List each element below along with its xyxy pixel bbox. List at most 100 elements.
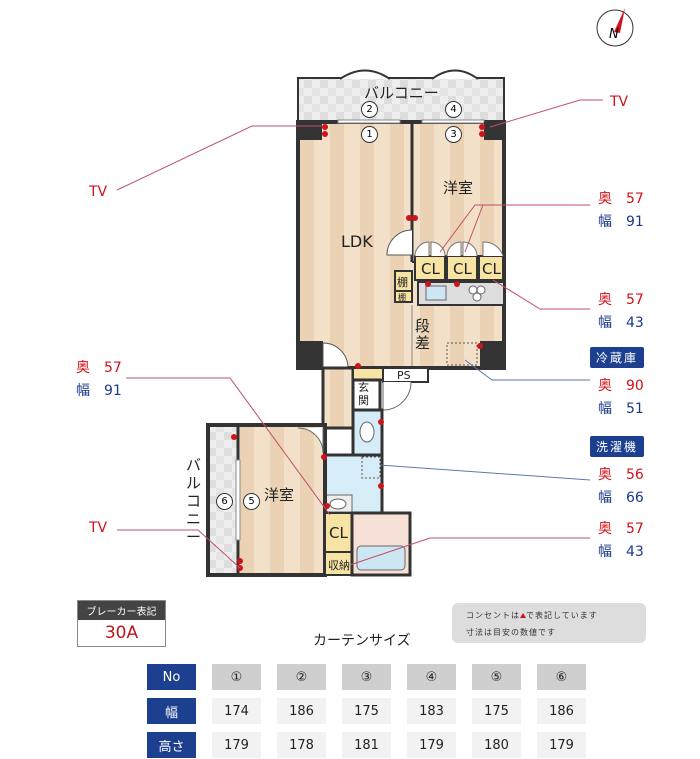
storage-label: 収納 <box>328 559 350 572</box>
table-row: 幅 174 186 175 183 175 186 <box>147 698 586 724</box>
width-value: 51 <box>626 401 644 417</box>
entrance-label: 玄関 <box>358 381 369 407</box>
curtain-marker-2: 2 <box>361 101 378 118</box>
depth-label: 奥 <box>76 360 90 376</box>
table-row: No ① ② ③ ④ ⑤ ⑥ <box>147 664 586 690</box>
depth-value: 56 <box>626 467 644 483</box>
tv-label-ldk: TV <box>89 184 108 200</box>
height-cell: 181 <box>342 732 391 758</box>
note-line1-post: で表記しています <box>526 611 598 620</box>
width-cell: 175 <box>472 698 521 724</box>
width-cell: 186 <box>277 698 326 724</box>
no-cell: ⑤ <box>472 664 521 690</box>
closet-label-3: CL <box>482 260 501 278</box>
shelf-small-label: 棚 <box>398 293 406 302</box>
depth-value: 57 <box>626 191 644 207</box>
outlet-markers <box>231 124 485 571</box>
row-header-no: No <box>147 664 196 690</box>
outlet-triangle-icon <box>520 613 526 618</box>
width-value: 91 <box>104 383 122 399</box>
washer-badge: 洗濯機 <box>590 436 645 457</box>
closet-label-1: CL <box>421 260 440 278</box>
legend-note: コンセントはで表記しています 寸法は目安の数値です <box>452 603 646 643</box>
depth-label: 奥 <box>598 467 612 483</box>
curtain-marker-3: 3 <box>445 126 462 143</box>
leader-lines <box>116 99 603 569</box>
breaker-box: ブレーカー表記 30A <box>77 600 166 647</box>
width-cell: 174 <box>212 698 261 724</box>
breaker-value: 30A <box>78 620 165 646</box>
no-cell: ② <box>277 664 326 690</box>
balcony-top-label: バルコニー <box>364 84 439 102</box>
breaker-title: ブレーカー表記 <box>78 601 165 620</box>
no-cell: ③ <box>342 664 391 690</box>
curtain-marker-1: 1 <box>361 126 378 143</box>
height-cell: 179 <box>407 732 456 758</box>
tv-label-north-room: TV <box>610 94 629 110</box>
width-label: 幅 <box>598 214 612 230</box>
western-room-west-label: 洋室 <box>264 486 295 504</box>
note-line2: 寸法は目安の数値です <box>466 628 556 637</box>
row-header-width: 幅 <box>147 698 196 724</box>
width-cell: 183 <box>407 698 456 724</box>
balcony-left-label: バルコニー <box>186 456 202 546</box>
height-cell: 179 <box>212 732 261 758</box>
depth-label: 奥 <box>598 191 612 207</box>
fridge-badge: 冷蔵庫 <box>590 347 645 368</box>
row-header-height: 高さ <box>147 732 196 758</box>
width-value: 43 <box>626 315 644 331</box>
compass-north-label: N <box>609 27 619 42</box>
width-label: 幅 <box>598 315 612 331</box>
height-cell: 178 <box>277 732 326 758</box>
depth-label: 奥 <box>598 521 612 537</box>
ldk-area <box>296 119 506 370</box>
kitchen-closet-dimensions: 奥 57 幅 43 <box>598 288 644 334</box>
north-room-closet-dimensions: 奥 57 幅 91 <box>598 187 644 233</box>
no-cell: ④ <box>407 664 456 690</box>
no-cell: ① <box>212 664 261 690</box>
entrance-corridor <box>321 366 429 430</box>
kitchen-counter <box>417 281 505 366</box>
shelf-label: 棚 <box>397 276 408 289</box>
depth-label: 奥 <box>598 378 612 394</box>
table-row: 高さ 179 178 181 179 180 179 <box>147 732 586 758</box>
note-line1-pre: コンセントは <box>466 611 520 620</box>
washer-dimensions: 奥 56 幅 66 <box>598 463 644 509</box>
depth-label: 奥 <box>598 292 612 308</box>
width-value: 66 <box>626 490 644 506</box>
curtain-marker-4: 4 <box>445 101 462 118</box>
depth-value: 57 <box>104 360 122 376</box>
western-room-north-label: 洋室 <box>443 179 474 197</box>
width-label: 幅 <box>598 490 612 506</box>
width-cell: 186 <box>537 698 586 724</box>
curtain-size-table: No ① ② ③ ④ ⑤ ⑥ 幅 174 186 175 183 175 186… <box>131 656 602 759</box>
closet-label-west: CL <box>329 524 348 542</box>
washroom <box>323 453 384 515</box>
closet-label-2: CL <box>453 260 472 278</box>
balcony-top <box>297 69 505 123</box>
width-value: 91 <box>626 214 644 230</box>
ps-label: PS <box>397 369 411 382</box>
shelf <box>394 270 413 303</box>
height-cell: 180 <box>472 732 521 758</box>
depth-value: 57 <box>626 292 644 308</box>
compass-icon <box>596 8 634 47</box>
step-label: 段差 <box>415 317 431 352</box>
curtain-marker-6: 6 <box>216 493 233 510</box>
toilet-room <box>351 408 384 457</box>
height-cell: 179 <box>537 732 586 758</box>
width-label: 幅 <box>598 544 612 560</box>
width-cell: 175 <box>342 698 391 724</box>
depth-value: 57 <box>626 521 644 537</box>
no-cell: ⑥ <box>537 664 586 690</box>
closets-north <box>414 241 504 281</box>
storage-bath <box>324 511 412 577</box>
west-room <box>206 423 327 577</box>
curtain-size-title: カーテンサイズ <box>313 633 411 649</box>
curtain-marker-5: 5 <box>243 493 260 510</box>
